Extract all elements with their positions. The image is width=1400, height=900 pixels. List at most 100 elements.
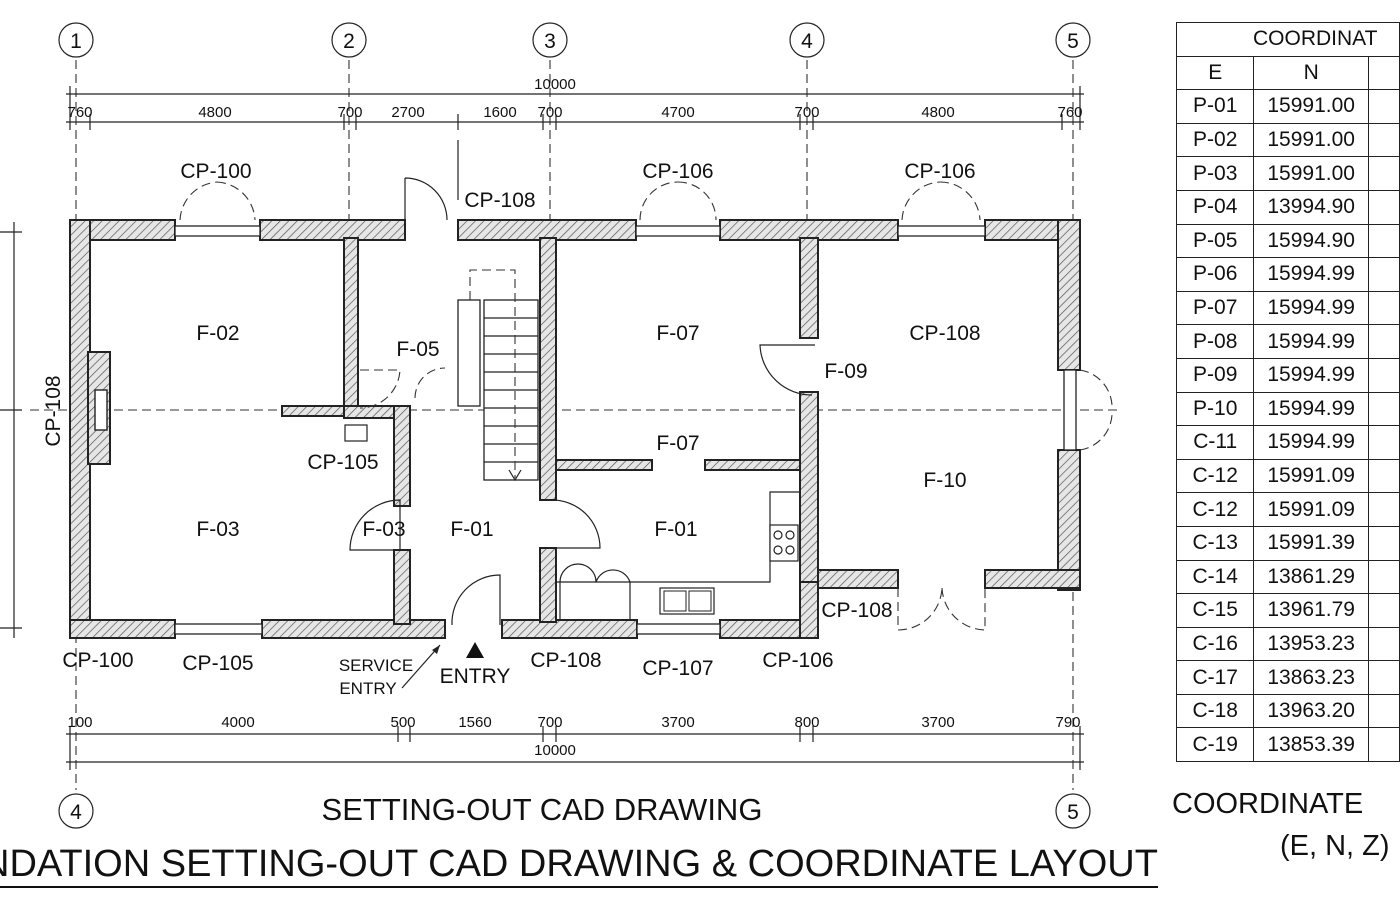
walls	[69, 219, 1081, 639]
point-id-cell: P-09	[1175, 357, 1255, 393]
z-cell	[1367, 391, 1400, 427]
dim-top-4: 2700	[391, 104, 424, 121]
room-f09: F-09	[824, 360, 867, 383]
room-f07: F-07	[656, 322, 699, 345]
point-id-cell: C-14	[1175, 559, 1255, 595]
room-f10: F-10	[923, 469, 966, 492]
point-id-cell: P-04	[1175, 189, 1255, 225]
floor-plan-drawing: 1 2 3 4 5 4 5 10000 760 4800	[0, 22, 1120, 829]
point-id-cell: P-07	[1175, 290, 1255, 326]
z-cell	[1367, 626, 1400, 662]
tag-cp108-left: CP-108	[42, 375, 65, 446]
dim-bottom-4: 1560	[458, 714, 491, 731]
northing-cell: 15994.99	[1253, 324, 1369, 359]
z-cell	[1367, 357, 1400, 393]
windows	[174, 225, 1077, 635]
coordinate-caption: COORDINATE	[1172, 788, 1364, 820]
room-f03-small: F-03	[362, 518, 405, 541]
northing-cell: 15991.00	[1253, 89, 1369, 124]
point-id-cell: P-06	[1175, 257, 1255, 292]
northing-cell: 15991.09	[1253, 458, 1369, 494]
grid-label-1: 1	[70, 30, 82, 53]
dim-overall-bottom: 10000	[534, 742, 576, 759]
table-title-row: COORDINAT	[1176, 22, 1400, 57]
dim-bottom-8: 3700	[921, 714, 954, 731]
grid-bubbles-bottom: 4 5	[58, 793, 1091, 829]
z-cell	[1367, 660, 1400, 695]
northing-cell: 15991.39	[1253, 525, 1369, 561]
dim-top-10: 760	[1057, 104, 1082, 121]
tag-cp100-bottom: CP-100	[62, 649, 133, 672]
tag-cp108-right: CP-108	[821, 599, 892, 622]
z-cell	[1367, 290, 1400, 326]
dim-bottom-1: 100	[67, 714, 92, 731]
door-swings	[179, 177, 1113, 631]
main-title: NDATION SETTING-OUT CAD DRAWING & COORDI…	[0, 842, 1158, 888]
point-id-cell: P-10	[1175, 391, 1255, 427]
point-id-cell: C-19	[1175, 727, 1255, 763]
northing-cell: 15991.00	[1253, 122, 1369, 158]
northing-cell: 15994.99	[1253, 425, 1369, 460]
z-cell	[1367, 156, 1400, 191]
staircase	[457, 269, 539, 482]
point-id-cell: P-08	[1175, 324, 1255, 359]
dim-top-7: 4700	[661, 104, 694, 121]
point-id-cell: C-12	[1175, 492, 1255, 527]
northing-cell: 13994.90	[1253, 189, 1369, 225]
tag-cp105-bottom: CP-105	[182, 652, 253, 675]
room-labels: F-02 F-03 F-03 F-01 F-01 F-05 F-07 F-07 …	[196, 322, 980, 541]
table-header-n: N	[1253, 55, 1369, 91]
room-f03: F-03	[196, 518, 239, 541]
drawing-caption: SETTING-OUT CAD DRAWING	[322, 792, 763, 827]
table-title: COORDINAT	[1176, 22, 1400, 57]
point-id-cell: P-01	[1175, 89, 1255, 124]
z-cell	[1367, 693, 1400, 729]
northing-cell: 15994.99	[1253, 357, 1369, 393]
dim-top-3: 700	[337, 104, 362, 121]
point-id-cell: P-02	[1175, 122, 1255, 158]
grid-label-bottom-5: 5	[1067, 801, 1079, 824]
point-id-cell: P-03	[1175, 156, 1255, 191]
tag-cp105-mid: CP-105	[307, 451, 378, 474]
grid-label-2: 2	[343, 30, 355, 53]
tag-cp100-top: CP-100	[180, 160, 251, 183]
dim-top-1: 760	[67, 104, 92, 121]
z-cell	[1367, 324, 1400, 359]
dim-top-6: 700	[537, 104, 562, 121]
northing-cell: 13853.39	[1253, 727, 1369, 763]
northing-cell: 15994.90	[1253, 223, 1369, 259]
point-id-cell: C-15	[1175, 593, 1255, 628]
grid-label-bottom-4: 4	[70, 801, 82, 824]
z-cell	[1367, 593, 1400, 628]
table-header-e: E	[1175, 55, 1255, 91]
z-cell	[1367, 223, 1400, 259]
z-cell	[1367, 89, 1400, 124]
dim-top-8: 700	[794, 104, 819, 121]
northing-cell: 15994.99	[1253, 290, 1369, 326]
z-cell	[1367, 189, 1400, 225]
dim-bottom-5: 700	[537, 714, 562, 731]
entry-arrow-icon	[466, 642, 484, 658]
room-f02: F-02	[196, 322, 239, 345]
point-id-cell: C-16	[1175, 626, 1255, 662]
